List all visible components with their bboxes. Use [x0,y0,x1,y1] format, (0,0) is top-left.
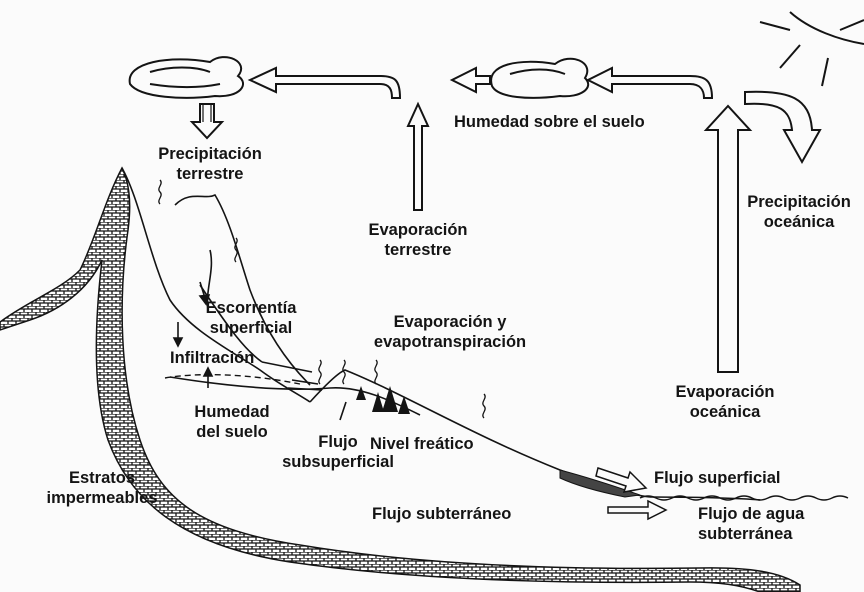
cloud-right-icon [490,57,590,99]
precipitation-arrow [189,103,225,140]
label-flujo-subsuperficial: Flujo subsuperficial [282,433,394,471]
impermeable-strata [0,166,801,592]
label-flujo-subterraneo: Flujo subterráneo [372,505,512,523]
sun-icon [759,11,864,87]
label-evaporacion-terrestre: Evaporación terrestre [368,221,468,259]
surface-flow-arrow [595,467,648,493]
label-nivel-freatico: Nivel freático [370,435,474,453]
label-escorrentia: Escorrentía superficial [205,299,297,337]
label-evaporacion-oceanica: Evaporación oceánica [675,383,775,421]
oceanic-precipitation-arrow [744,90,822,165]
flow-arrows [172,281,347,421]
label-flujo-superficial: Flujo superficial [654,469,781,487]
cloud-left-icon [128,56,244,99]
label-precipitacion-terrestre: Precipitación terrestre [158,145,262,183]
label-estratos-impermeables: Estratos impermeables [46,469,158,507]
terrestrial-evaporation-arrow [406,101,430,211]
label-precipitacion-oceanica: Precipitación oceánica [747,193,851,231]
evaporation-squiggles [158,179,486,419]
water-table-line [164,373,301,385]
humidity-arrows [247,66,714,99]
label-flujo-agua-subterranea: Flujo de agua subterránea [698,505,805,543]
trees-icon [356,386,410,414]
ocean-surface [639,495,849,501]
label-evapotranspiracion: Evaporación y evapotranspiración [373,313,527,351]
label-humedad-sobre-suelo: Humedad sobre el suelo [454,113,645,131]
groundwater-flow-arrow [607,499,668,521]
label-humedad-suelo: Humedad del suelo [194,403,270,441]
oceanic-evaporation-arrow [703,104,753,373]
shore-sediment [559,469,641,498]
label-infiltracion: Infiltración [170,349,255,367]
